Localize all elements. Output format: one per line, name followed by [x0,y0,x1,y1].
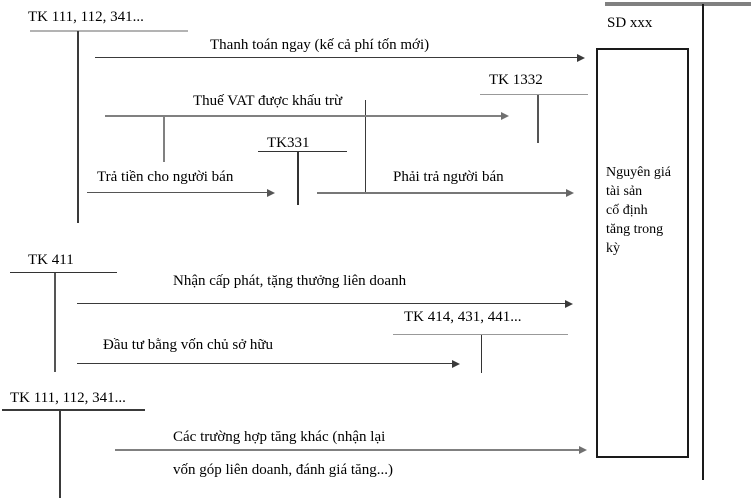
flow-label-equity-investment: Đầu tư bằng vốn chủ sở hữu [103,337,274,353]
tk331-underline [258,151,347,152]
tk111-top-stem-line [77,31,79,223]
tk331-stem-line [297,152,299,205]
account-label-tk111-top: TK 111, 112, 341... [28,9,144,25]
original-cost-summary-box: Nguyên giá tài sản cố định tăng trong kỳ [596,48,689,458]
tk1332-stem-line [537,95,539,143]
flow-label-payable-supplier: Phải trả người bán [393,169,504,185]
other-increase-arrow-line [115,449,579,451]
summary-box-line: Nguyên giá [606,165,671,180]
vat-line-tick [163,117,165,162]
flow-label-other-increase-line2: vốn góp liên doanh, đánh giá tăng...) [173,462,393,478]
immediate-payment-arrow-line [95,57,577,58]
flow-label-grant-reward-jv: Nhận cấp phát, tặng thưởng liên doanh [173,273,407,289]
grant-reward-arrow-line [77,303,565,304]
account-label-sd-balance: SD xxx [607,15,653,31]
tk1332-underline [480,94,588,95]
account-label-tk331: TK331 [267,135,310,151]
tk111-bottom-stem-line [59,411,61,498]
flow-label-other-increase-line1: Các trường hợp tăng khác (nhận lại [173,429,386,445]
grant-reward-arrowhead-icon [565,300,573,308]
tk111-bottom-underline [2,409,145,411]
pay-supplier-arrow-line [87,192,267,193]
tk414-stem-line [481,335,482,373]
account-label-tk1332: TK 1332 [489,72,543,88]
summary-box-line: tài sản [606,184,643,199]
account-label-tk111-bottom: TK 111, 112, 341... [10,390,126,406]
equity-investment-arrow-line [77,363,452,364]
flow-label-vat-deductible: Thuế VAT được khấu trừ [193,93,343,109]
account-label-tk411: TK 411 [28,252,74,268]
pay-supplier-arrowhead-icon [267,189,275,197]
vat-payable-junction-line [365,100,366,193]
account-label-tk414: TK 414, 431, 441... [404,309,522,325]
tk111-top-underline [30,30,188,32]
tk411-stem-line [54,273,56,372]
other-increase-arrowhead-icon [579,446,587,454]
vat-deductible-arrow-line [105,115,501,117]
sd-account-top-line [605,2,751,6]
flow-label-immediate-payment: Thanh toán ngay (kế cả phí tốn mới) [210,37,430,53]
payable-supplier-arrow-line [317,192,566,194]
equity-investment-arrowhead-icon [452,360,460,368]
vat-deductible-arrowhead-icon [501,112,509,120]
summary-box-text: Nguyên giá tài sản cố định tăng trong kỳ [606,163,671,258]
summary-box-line: cố định [606,203,648,218]
immediate-payment-arrowhead-icon [577,54,585,62]
flow-label-pay-supplier: Trả tiền cho người bán [97,169,234,185]
summary-box-line: tăng trong [606,222,664,237]
payable-supplier-arrowhead-icon [566,189,574,197]
sd-account-stem-line [702,4,704,480]
summary-box-line: kỳ [606,241,620,256]
tk411-underline [10,272,117,273]
tk414-underline [393,334,568,335]
